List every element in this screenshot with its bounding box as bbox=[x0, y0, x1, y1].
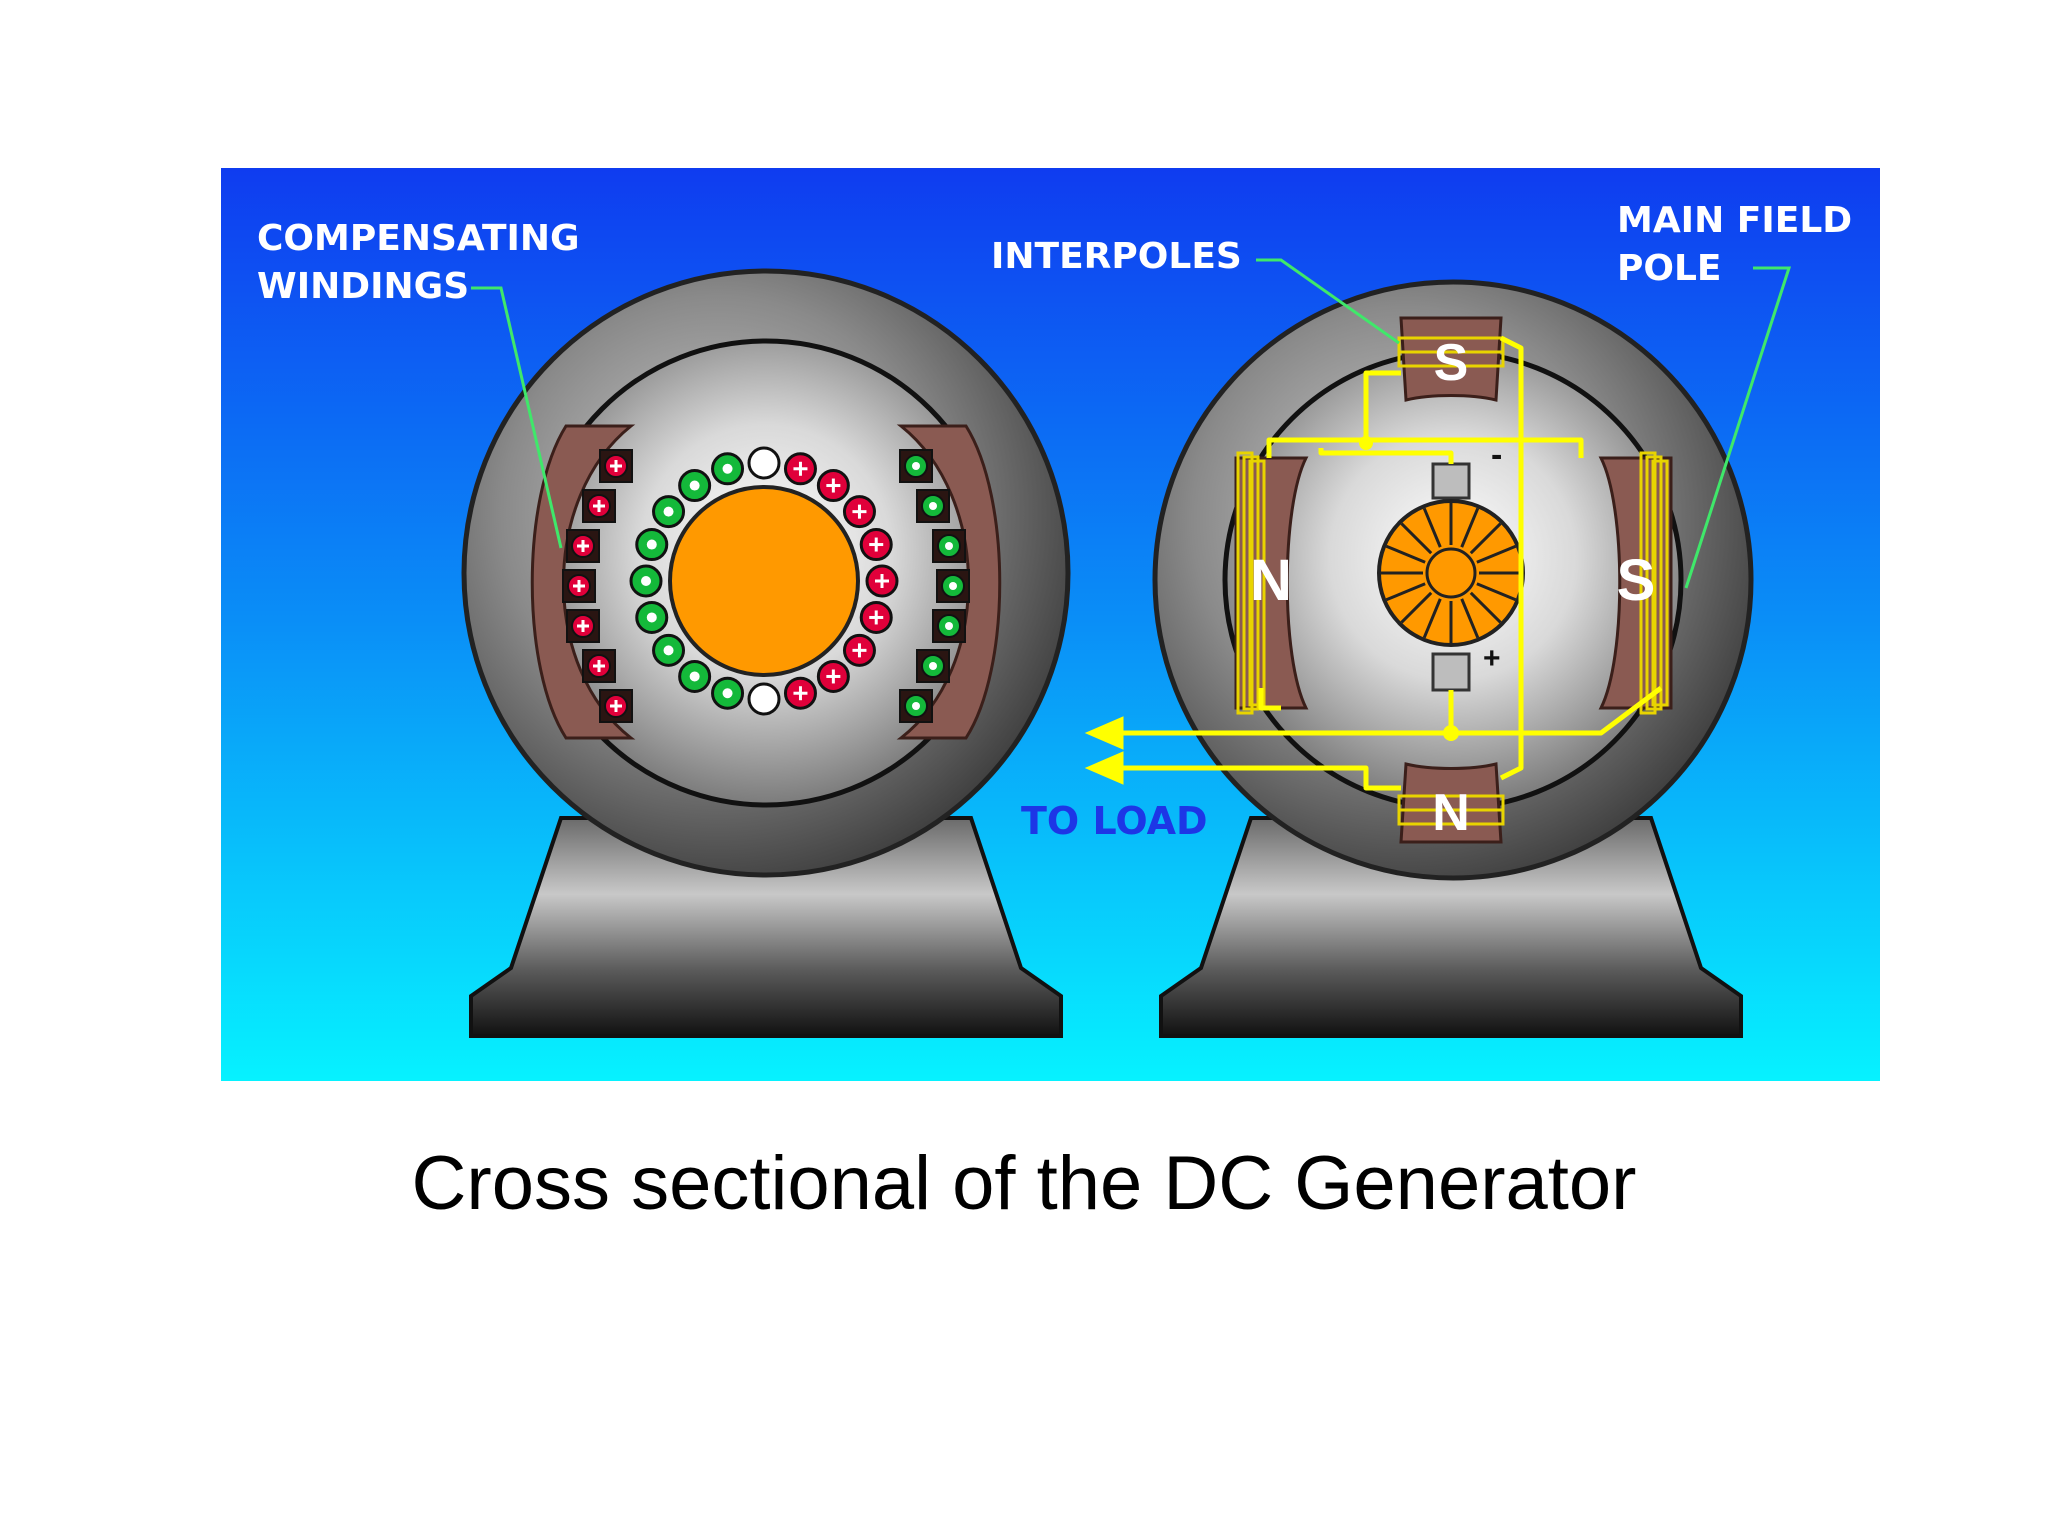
left-machine-left-pole bbox=[530, 424, 636, 740]
interpole-top-wire bbox=[1363, 370, 1401, 443]
commutator-segment-line bbox=[1460, 507, 1480, 548]
left-machine bbox=[461, 268, 1071, 1038]
main-pole-n-letter: N bbox=[1250, 548, 1292, 613]
commutator-segment-line bbox=[1422, 598, 1442, 639]
brush-minus-sign: - bbox=[1491, 436, 1502, 474]
compensating-conductor bbox=[566, 529, 600, 563]
label-interpoles: INTERPOLES bbox=[991, 236, 1242, 277]
slide-caption: Cross sectional of the DC Generator bbox=[411, 1141, 1637, 1226]
interpole-s-letter: S bbox=[1434, 334, 1469, 392]
left-machine-right-pole bbox=[896, 424, 1002, 740]
armature-conductor bbox=[783, 676, 817, 710]
left-base bbox=[469, 816, 1063, 1038]
main-s-return-wire bbox=[1451, 686, 1663, 736]
commutator-segment-line bbox=[1422, 507, 1442, 548]
dc-generator-diagram: N S S N - + COMPENSATING WINDINGS INTERP… bbox=[221, 168, 1880, 1081]
compensating-conductor bbox=[899, 449, 933, 483]
armature-conductor bbox=[652, 495, 686, 529]
commutator-segment-line bbox=[1476, 582, 1517, 602]
brush-plus-sign: + bbox=[1483, 642, 1501, 675]
compensating-conductor bbox=[566, 609, 600, 643]
compensating-conductor bbox=[599, 449, 633, 483]
load-leads bbox=[1084, 716, 1451, 785]
armature-conductor bbox=[711, 676, 745, 710]
left-armature-core bbox=[668, 485, 860, 677]
armature-conductor bbox=[842, 495, 876, 529]
armature-conductor bbox=[711, 452, 745, 486]
right-machine: N S S N - + bbox=[1084, 279, 1754, 1038]
brush-top-wire bbox=[1318, 448, 1454, 464]
interpole-n-letter: N bbox=[1432, 784, 1470, 842]
label-main-field-line2: POLE bbox=[1617, 248, 1722, 289]
armature-conductor bbox=[865, 564, 899, 598]
commutator-segment-line bbox=[1400, 591, 1433, 624]
field-top-bus bbox=[1266, 437, 1584, 458]
armature-conductor bbox=[783, 452, 817, 486]
commutator-segment-line bbox=[1469, 522, 1502, 555]
compensating-conductor bbox=[936, 569, 970, 603]
junction-top bbox=[1359, 436, 1373, 450]
compensating-conductor bbox=[916, 649, 950, 683]
armature-shaft bbox=[1425, 547, 1477, 599]
armature-conductor bbox=[859, 528, 893, 562]
leader-lines bbox=[471, 258, 1792, 589]
commutator-segment-line bbox=[1400, 522, 1433, 555]
brush-bottom bbox=[1431, 652, 1471, 692]
armature-conductor bbox=[635, 600, 669, 634]
armature-conductor bbox=[747, 446, 781, 480]
main-pole-windings bbox=[1236, 451, 1669, 715]
main-pole-s-letter: S bbox=[1617, 548, 1656, 613]
compensating-conductor bbox=[932, 529, 966, 563]
interpole-windings bbox=[1397, 336, 1505, 826]
commutator-segment-line bbox=[1385, 544, 1426, 564]
compensating-conductor bbox=[582, 649, 616, 683]
armature-conductors bbox=[629, 446, 899, 716]
right-base bbox=[1159, 816, 1743, 1038]
label-main-field-line1: MAIN FIELD bbox=[1617, 200, 1852, 241]
label-compensating-line2: WINDINGS bbox=[257, 266, 469, 307]
interpoles-leader bbox=[1256, 258, 1400, 345]
interpole-link-wire bbox=[1499, 335, 1524, 781]
compensating-conductor bbox=[932, 609, 966, 643]
brush-top bbox=[1431, 462, 1471, 500]
commutator-segments bbox=[1381, 503, 1521, 643]
compensating-conductor bbox=[562, 569, 596, 603]
compensating-conductors bbox=[562, 449, 970, 723]
main-field-leader bbox=[1684, 266, 1792, 589]
diagram-canvas: N S S N - + COMPENSATING WINDINGS INTERP… bbox=[221, 168, 1880, 1081]
armature-conductor bbox=[816, 659, 850, 693]
label-to-load: TO LOAD bbox=[1021, 799, 1208, 843]
armature-conductor bbox=[842, 633, 876, 667]
armature-conductor bbox=[678, 469, 712, 503]
commutator-segment-line bbox=[1385, 582, 1426, 602]
compensating-conductor bbox=[899, 689, 933, 723]
commutator-segment-line bbox=[1476, 544, 1517, 564]
armature-conductor bbox=[747, 682, 781, 716]
commutator-segment-line bbox=[1460, 598, 1480, 639]
armature-conductor bbox=[859, 600, 893, 634]
compensating-conductor bbox=[582, 489, 616, 523]
armature-conductor bbox=[816, 469, 850, 503]
armature-conductor bbox=[678, 659, 712, 693]
main-n-return-wire bbox=[1258, 688, 1281, 711]
load-arrow-1 bbox=[1084, 716, 1124, 750]
compensating-conductor bbox=[916, 489, 950, 523]
armature-conductor bbox=[635, 528, 669, 562]
label-compensating-line1: COMPENSATING bbox=[257, 218, 580, 259]
compensating-conductor bbox=[599, 689, 633, 723]
commutator-segment-line bbox=[1469, 591, 1502, 624]
armature-conductor bbox=[652, 633, 686, 667]
load-arrow-2 bbox=[1084, 751, 1124, 785]
compensating-leader bbox=[471, 286, 563, 549]
armature-conductor bbox=[629, 564, 663, 598]
